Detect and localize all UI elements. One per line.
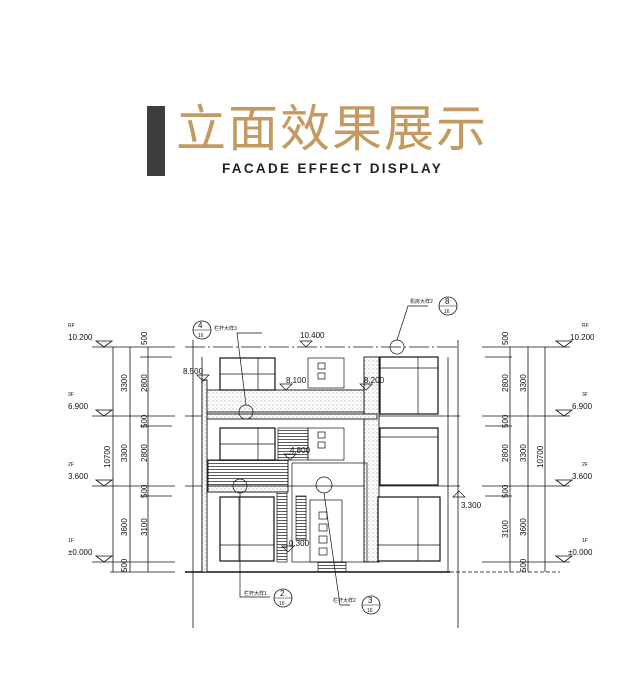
svg-text:3.600: 3.600 — [572, 472, 593, 481]
svg-text:3100: 3100 — [501, 520, 510, 538]
spot-elevations: 10.400 8.500 8.100 8.200 4.800 3.300 0.3… — [183, 331, 482, 553]
svg-text:3.600: 3.600 — [68, 472, 89, 481]
level-labels-left: RF 10.200 3F 6.900 2F 3.600 1F ±0.000 — [68, 323, 93, 557]
svg-text:500: 500 — [501, 414, 510, 428]
svg-text:3.300: 3.300 — [461, 501, 482, 510]
svg-text:16: 16 — [279, 601, 285, 607]
svg-text:2800: 2800 — [501, 374, 510, 392]
svg-text:16: 16 — [198, 333, 204, 339]
svg-text:500: 500 — [140, 414, 149, 428]
dimensions-right: 500 2800 3300 500 2800 3300 10700 500 31… — [501, 331, 545, 572]
callout-2: 2 16 栏杆大样1 — [244, 588, 293, 608]
svg-text:±0.000: ±0.000 — [568, 548, 593, 557]
svg-text:8.500: 8.500 — [183, 367, 204, 376]
svg-text:500: 500 — [140, 484, 149, 498]
window-2f-right — [379, 427, 439, 486]
svg-text:500: 500 — [501, 331, 510, 345]
entrance-steps — [317, 561, 347, 573]
svg-text:8.200: 8.200 — [364, 376, 385, 385]
svg-text:4.800: 4.800 — [290, 446, 311, 455]
svg-text:栏杆大样1: 栏杆大样1 — [244, 590, 267, 597]
window-1f-right — [377, 496, 441, 562]
svg-text:3300: 3300 — [120, 374, 129, 392]
svg-text:3600: 3600 — [120, 518, 129, 536]
svg-text:1F: 1F — [582, 538, 588, 544]
svg-text:500: 500 — [501, 484, 510, 498]
svg-text:8: 8 — [445, 297, 450, 306]
svg-text:3F: 3F — [68, 392, 74, 398]
svg-text:16: 16 — [444, 309, 450, 315]
title-accent-bar — [147, 106, 165, 176]
svg-text:10700: 10700 — [103, 445, 112, 468]
svg-text:10.200: 10.200 — [68, 333, 93, 342]
svg-text:3300: 3300 — [519, 374, 528, 392]
svg-text:6.900: 6.900 — [68, 402, 89, 411]
svg-text:10.200: 10.200 — [570, 333, 595, 342]
svg-text:栏杆大样3: 栏杆大样3 — [214, 325, 237, 332]
callout-8: 8 16 机房大样2 — [410, 296, 458, 316]
svg-text:2F: 2F — [582, 462, 588, 468]
level-lines — [92, 340, 570, 628]
svg-text:16: 16 — [367, 608, 373, 614]
callout-4: 4 16 栏杆大样3 — [192, 320, 237, 340]
svg-text:6.900: 6.900 — [572, 402, 593, 411]
level-markers — [94, 340, 574, 563]
svg-text:3300: 3300 — [120, 444, 129, 462]
svg-text:1F: 1F — [68, 538, 74, 544]
callout-3: 3 16 栏杆大样2 — [333, 595, 381, 615]
svg-text:10.400: 10.400 — [300, 331, 325, 340]
svg-text:2800: 2800 — [140, 444, 149, 462]
svg-text:500: 500 — [519, 558, 528, 572]
svg-text:RF: RF — [68, 323, 75, 329]
svg-text:500: 500 — [140, 331, 149, 345]
svg-text:4: 4 — [198, 321, 203, 330]
svg-text:2800: 2800 — [501, 444, 510, 462]
page-subtitle: FACADE EFFECT DISPLAY — [222, 161, 444, 176]
svg-text:10700: 10700 — [536, 445, 545, 468]
svg-text:3100: 3100 — [140, 518, 149, 536]
svg-text:8.100: 8.100 — [286, 376, 307, 385]
svg-text:3600: 3600 — [519, 518, 528, 536]
svg-text:RF: RF — [582, 323, 589, 329]
window-3f-right — [379, 356, 439, 415]
svg-text:2: 2 — [280, 589, 285, 598]
page-title: 立面效果展示 — [176, 100, 488, 158]
svg-text:栏杆大样2: 栏杆大样2 — [333, 597, 356, 604]
svg-text:3300: 3300 — [519, 444, 528, 462]
dimensions-left: 500 3300 2800 500 3300 2800 10700 500 36… — [103, 331, 149, 572]
level-labels-right: RF 10.200 3F 6.900 2F 3.600 1F ±0.000 — [568, 323, 595, 557]
balcony-railing-3f — [206, 389, 365, 413]
window-1f-left — [219, 496, 275, 562]
svg-text:3: 3 — [368, 596, 373, 605]
svg-text:500: 500 — [120, 558, 129, 572]
svg-text:0.300: 0.300 — [289, 539, 310, 548]
svg-text:2800: 2800 — [140, 374, 149, 392]
svg-text:3F: 3F — [582, 392, 588, 398]
balcony-railing-2f — [207, 459, 289, 487]
svg-text:机房大样2: 机房大样2 — [410, 298, 433, 305]
facade — [201, 305, 441, 606]
svg-text:±0.000: ±0.000 — [68, 548, 93, 557]
svg-text:2F: 2F — [68, 462, 74, 468]
